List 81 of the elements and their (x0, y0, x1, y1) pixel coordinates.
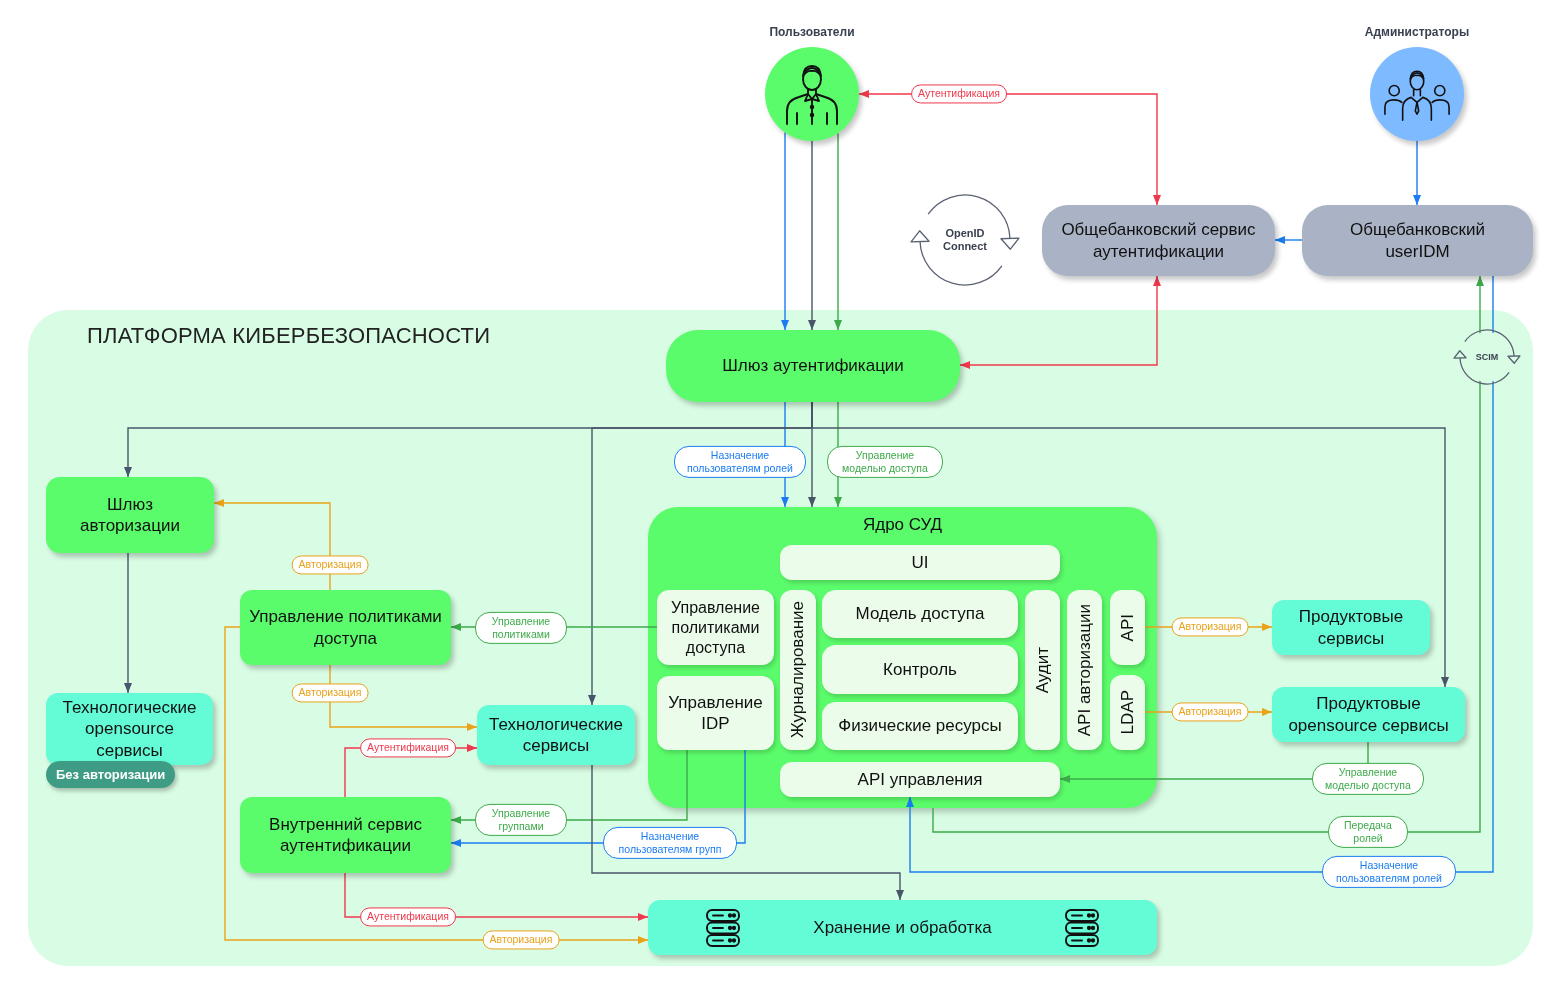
service-box (1042, 205, 1275, 276)
arrow (834, 132, 842, 331)
module-box (1110, 675, 1145, 750)
protocol-label: OpenID Connect (942, 227, 988, 253)
service-box (240, 797, 451, 873)
service-box (1302, 205, 1533, 276)
module-box (822, 590, 1018, 638)
edge-label: Передача ролей (1328, 815, 1408, 849)
node-label: Физические ресурсы (838, 715, 1002, 737)
protocol-label: SCIM (1474, 351, 1500, 363)
core-panel (648, 507, 1157, 808)
edge-label: Управление моделью доступа (1312, 762, 1424, 796)
service-box (46, 477, 214, 553)
node-label: UI (911, 551, 929, 574)
module-box (1067, 590, 1102, 750)
service-box (1272, 687, 1465, 742)
node-label: API управления (857, 768, 983, 791)
arrow (591, 764, 904, 901)
edge-label: Назначение пользователям ролей (1322, 855, 1456, 889)
module-box (780, 545, 1060, 580)
node-label: Модель доступа (855, 603, 985, 625)
edge-label: Назначение пользователям групп (603, 826, 737, 860)
module-box (822, 702, 1018, 750)
module-box (780, 762, 1060, 797)
arrow (329, 664, 478, 731)
circle-caption: Администраторы (1364, 25, 1470, 40)
module-box (657, 676, 774, 750)
double-arrow (959, 275, 1161, 369)
arrow (1274, 236, 1303, 244)
arrow (1413, 140, 1421, 206)
node-label: Управление IDP (667, 691, 764, 735)
arrow (781, 131, 789, 331)
area-title: ПЛАТФОРМА КИБЕРБЕЗОПАСНОСТИ (87, 322, 491, 350)
platform-area (28, 310, 1533, 966)
edge-label: Управление моделью доступа (827, 445, 943, 479)
edge-label: Авторизация (1171, 617, 1249, 637)
circle-caption: Пользователи (769, 25, 855, 40)
edge-label: Аутентификация (360, 907, 456, 927)
node-label: API авторизации (1073, 603, 1095, 737)
arrow (808, 140, 816, 331)
node-label: Аудит (1031, 646, 1053, 694)
service-box (240, 590, 451, 665)
edge-label: Аутентификация (911, 84, 1007, 104)
node-label: Продуктовые opensource сервисы (1287, 693, 1450, 736)
service-box (1272, 600, 1430, 655)
panel-title: Ядро СУД (862, 514, 943, 536)
service-box (648, 900, 1157, 955)
node-label: Продуктовые сервисы (1297, 606, 1405, 649)
module-box (1025, 590, 1060, 750)
module-box (822, 645, 1018, 694)
module-box (780, 590, 816, 750)
arrow (213, 499, 331, 591)
node-label: Внутренний сервис аутентификации (268, 813, 423, 857)
edge-label: Авторизация (291, 555, 369, 575)
node-label: Общебанковский userIDM (1348, 219, 1487, 262)
service-box (477, 705, 635, 765)
node-label: Технологические opensource сервисы (61, 697, 198, 761)
edge-label: Назначение пользователям ролей (674, 445, 806, 479)
module-box (1110, 590, 1145, 665)
edge-label: Управление группами (475, 803, 567, 837)
edge-label: Авторизация (291, 683, 369, 703)
node-label: Технологические сервисы (488, 713, 624, 757)
module-box (657, 590, 774, 665)
arrow (224, 626, 649, 944)
edge-label: Авторизация (1171, 702, 1249, 722)
node-label: Общебанковский сервис аутентификации (1060, 219, 1257, 262)
node-label: LDAP (1116, 690, 1138, 735)
edge-label: Аутентификация (360, 738, 456, 758)
node-label: Управление политиками доступа (248, 606, 443, 649)
service-box (666, 330, 960, 402)
node-label: Управление политиками доступа (670, 597, 761, 658)
arrow (124, 552, 132, 694)
node-label: Журналирование (787, 601, 809, 739)
node-label: API (1116, 613, 1138, 642)
node-label: Шлюз аутентификации (722, 355, 904, 377)
note-tag: Без авторизации (46, 761, 176, 788)
node-label: Хранение и обработка (813, 916, 992, 939)
node-label: Шлюз авторизации (78, 493, 182, 537)
node-label: Контроль (883, 658, 957, 681)
edge-label: Авторизация (482, 930, 560, 950)
edge-label: Управление политиками (475, 611, 567, 645)
